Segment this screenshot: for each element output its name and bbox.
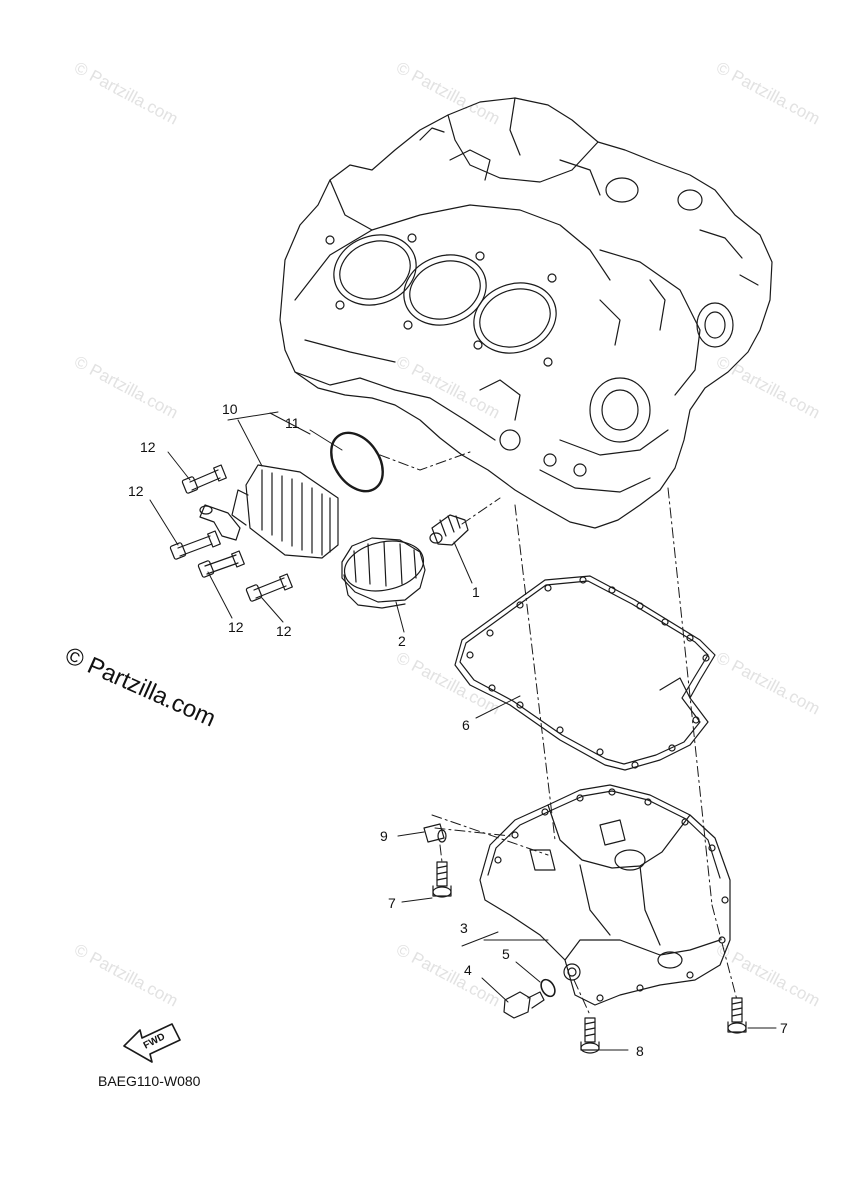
callout-3: 3 bbox=[460, 920, 468, 936]
bolt-12-lower-right bbox=[245, 573, 293, 602]
oil-filter bbox=[341, 537, 426, 609]
callout-12: 12 bbox=[228, 619, 244, 635]
bolt-12-lower-left bbox=[197, 550, 245, 578]
bolt-12-upper bbox=[181, 464, 227, 494]
callout-8: 8 bbox=[636, 1043, 644, 1059]
assembly-lines bbox=[379, 451, 738, 1016]
callout-7: 7 bbox=[388, 895, 396, 911]
dowel-pin bbox=[423, 823, 447, 843]
callout-12: 12 bbox=[128, 483, 144, 499]
callout-12: 12 bbox=[140, 439, 156, 455]
oil-cooler bbox=[199, 464, 339, 559]
drain-bolt bbox=[503, 991, 545, 1019]
oil-pan-gasket bbox=[454, 575, 716, 771]
callout-4: 4 bbox=[464, 962, 472, 978]
callout-9: 9 bbox=[380, 828, 388, 844]
bolt-12-left bbox=[169, 530, 221, 560]
callout-5: 5 bbox=[502, 946, 510, 962]
o-ring bbox=[330, 431, 384, 493]
callout-1: 1 bbox=[472, 584, 480, 600]
leader-lines bbox=[149, 411, 777, 1051]
callout-10: 10 bbox=[222, 401, 238, 417]
bolt-7-left bbox=[432, 861, 452, 898]
callout-2: 2 bbox=[398, 633, 406, 649]
callout-11: 11 bbox=[285, 415, 300, 431]
bolt-8 bbox=[580, 1017, 600, 1054]
union-bolt bbox=[429, 514, 469, 546]
callout-7: 7 bbox=[780, 1020, 788, 1036]
engine-crankcase bbox=[279, 97, 773, 529]
bolt-7-right bbox=[727, 997, 747, 1034]
fwd-arrow bbox=[123, 1023, 181, 1063]
oil-pan bbox=[479, 784, 731, 1006]
drain-washer bbox=[540, 978, 556, 998]
drawing-code: BAEG110-W080 bbox=[98, 1073, 201, 1089]
callout-6: 6 bbox=[462, 717, 470, 733]
callout-12: 12 bbox=[276, 623, 292, 639]
